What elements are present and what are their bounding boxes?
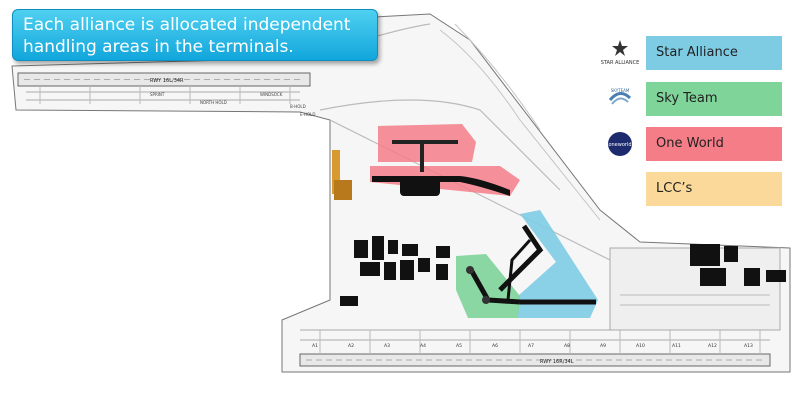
- taxiway-label: A6: [492, 343, 498, 349]
- taxiway-label: A5: [456, 343, 462, 349]
- legend-one-world: One World: [646, 127, 782, 161]
- star-alliance-zone: [518, 210, 598, 318]
- star-alliance-logo-icon: STAR ALLIANCE: [600, 36, 640, 70]
- runway-north-label: RWY 16L/34R: [150, 78, 184, 84]
- map-small-label: NORTH HOLD: [200, 100, 227, 105]
- taxiway-label: A13: [744, 343, 753, 349]
- taxiway-label: A2: [348, 343, 354, 349]
- taxiway-label: A8: [564, 343, 570, 349]
- legend-star-alliance: Star Alliance: [646, 36, 782, 70]
- banner-line-1: Each alliance is allocated independent: [23, 15, 351, 35]
- lcc-zone: [332, 150, 340, 194]
- skyteam-logo-icon: SKYTEAM: [600, 82, 640, 116]
- taxiway-label: A7: [528, 343, 534, 349]
- oneworld-logo-icon: oneworld: [600, 127, 640, 161]
- runway-south-label: RWY 16R/34L: [540, 359, 574, 365]
- svg-text:oneworld: oneworld: [608, 142, 631, 148]
- map-small-label: E-HOLD: [300, 112, 315, 117]
- svg-text:STAR ALLIANCE: STAR ALLIANCE: [601, 60, 640, 66]
- taxiway-label: A9: [600, 343, 606, 349]
- taxiway-label: A11: [672, 343, 681, 349]
- taxiway-label: A10: [636, 343, 645, 349]
- taxiway-label: A1: [312, 343, 318, 349]
- taxiway-label: A4: [420, 343, 426, 349]
- legend-sky-team: Sky Team: [646, 82, 782, 116]
- map-small-label: B-HOLD: [290, 104, 306, 109]
- runway-south: [299, 353, 771, 367]
- map-small-label: WINDSOCK: [260, 92, 283, 97]
- banner-line-2: handling areas in the terminals.: [23, 37, 294, 57]
- taxiway-label: A3: [384, 343, 390, 349]
- legend-lcc: LCC’s: [646, 172, 782, 206]
- terminal-buildings-west: [340, 236, 450, 306]
- info-banner: Each alliance is allocated independent h…: [12, 9, 378, 61]
- terminal-buildings-east: [690, 244, 786, 286]
- map-small-label: SPRINT: [150, 92, 165, 97]
- svg-text:SKYTEAM: SKYTEAM: [611, 88, 630, 93]
- taxiway-label: A12: [708, 343, 717, 349]
